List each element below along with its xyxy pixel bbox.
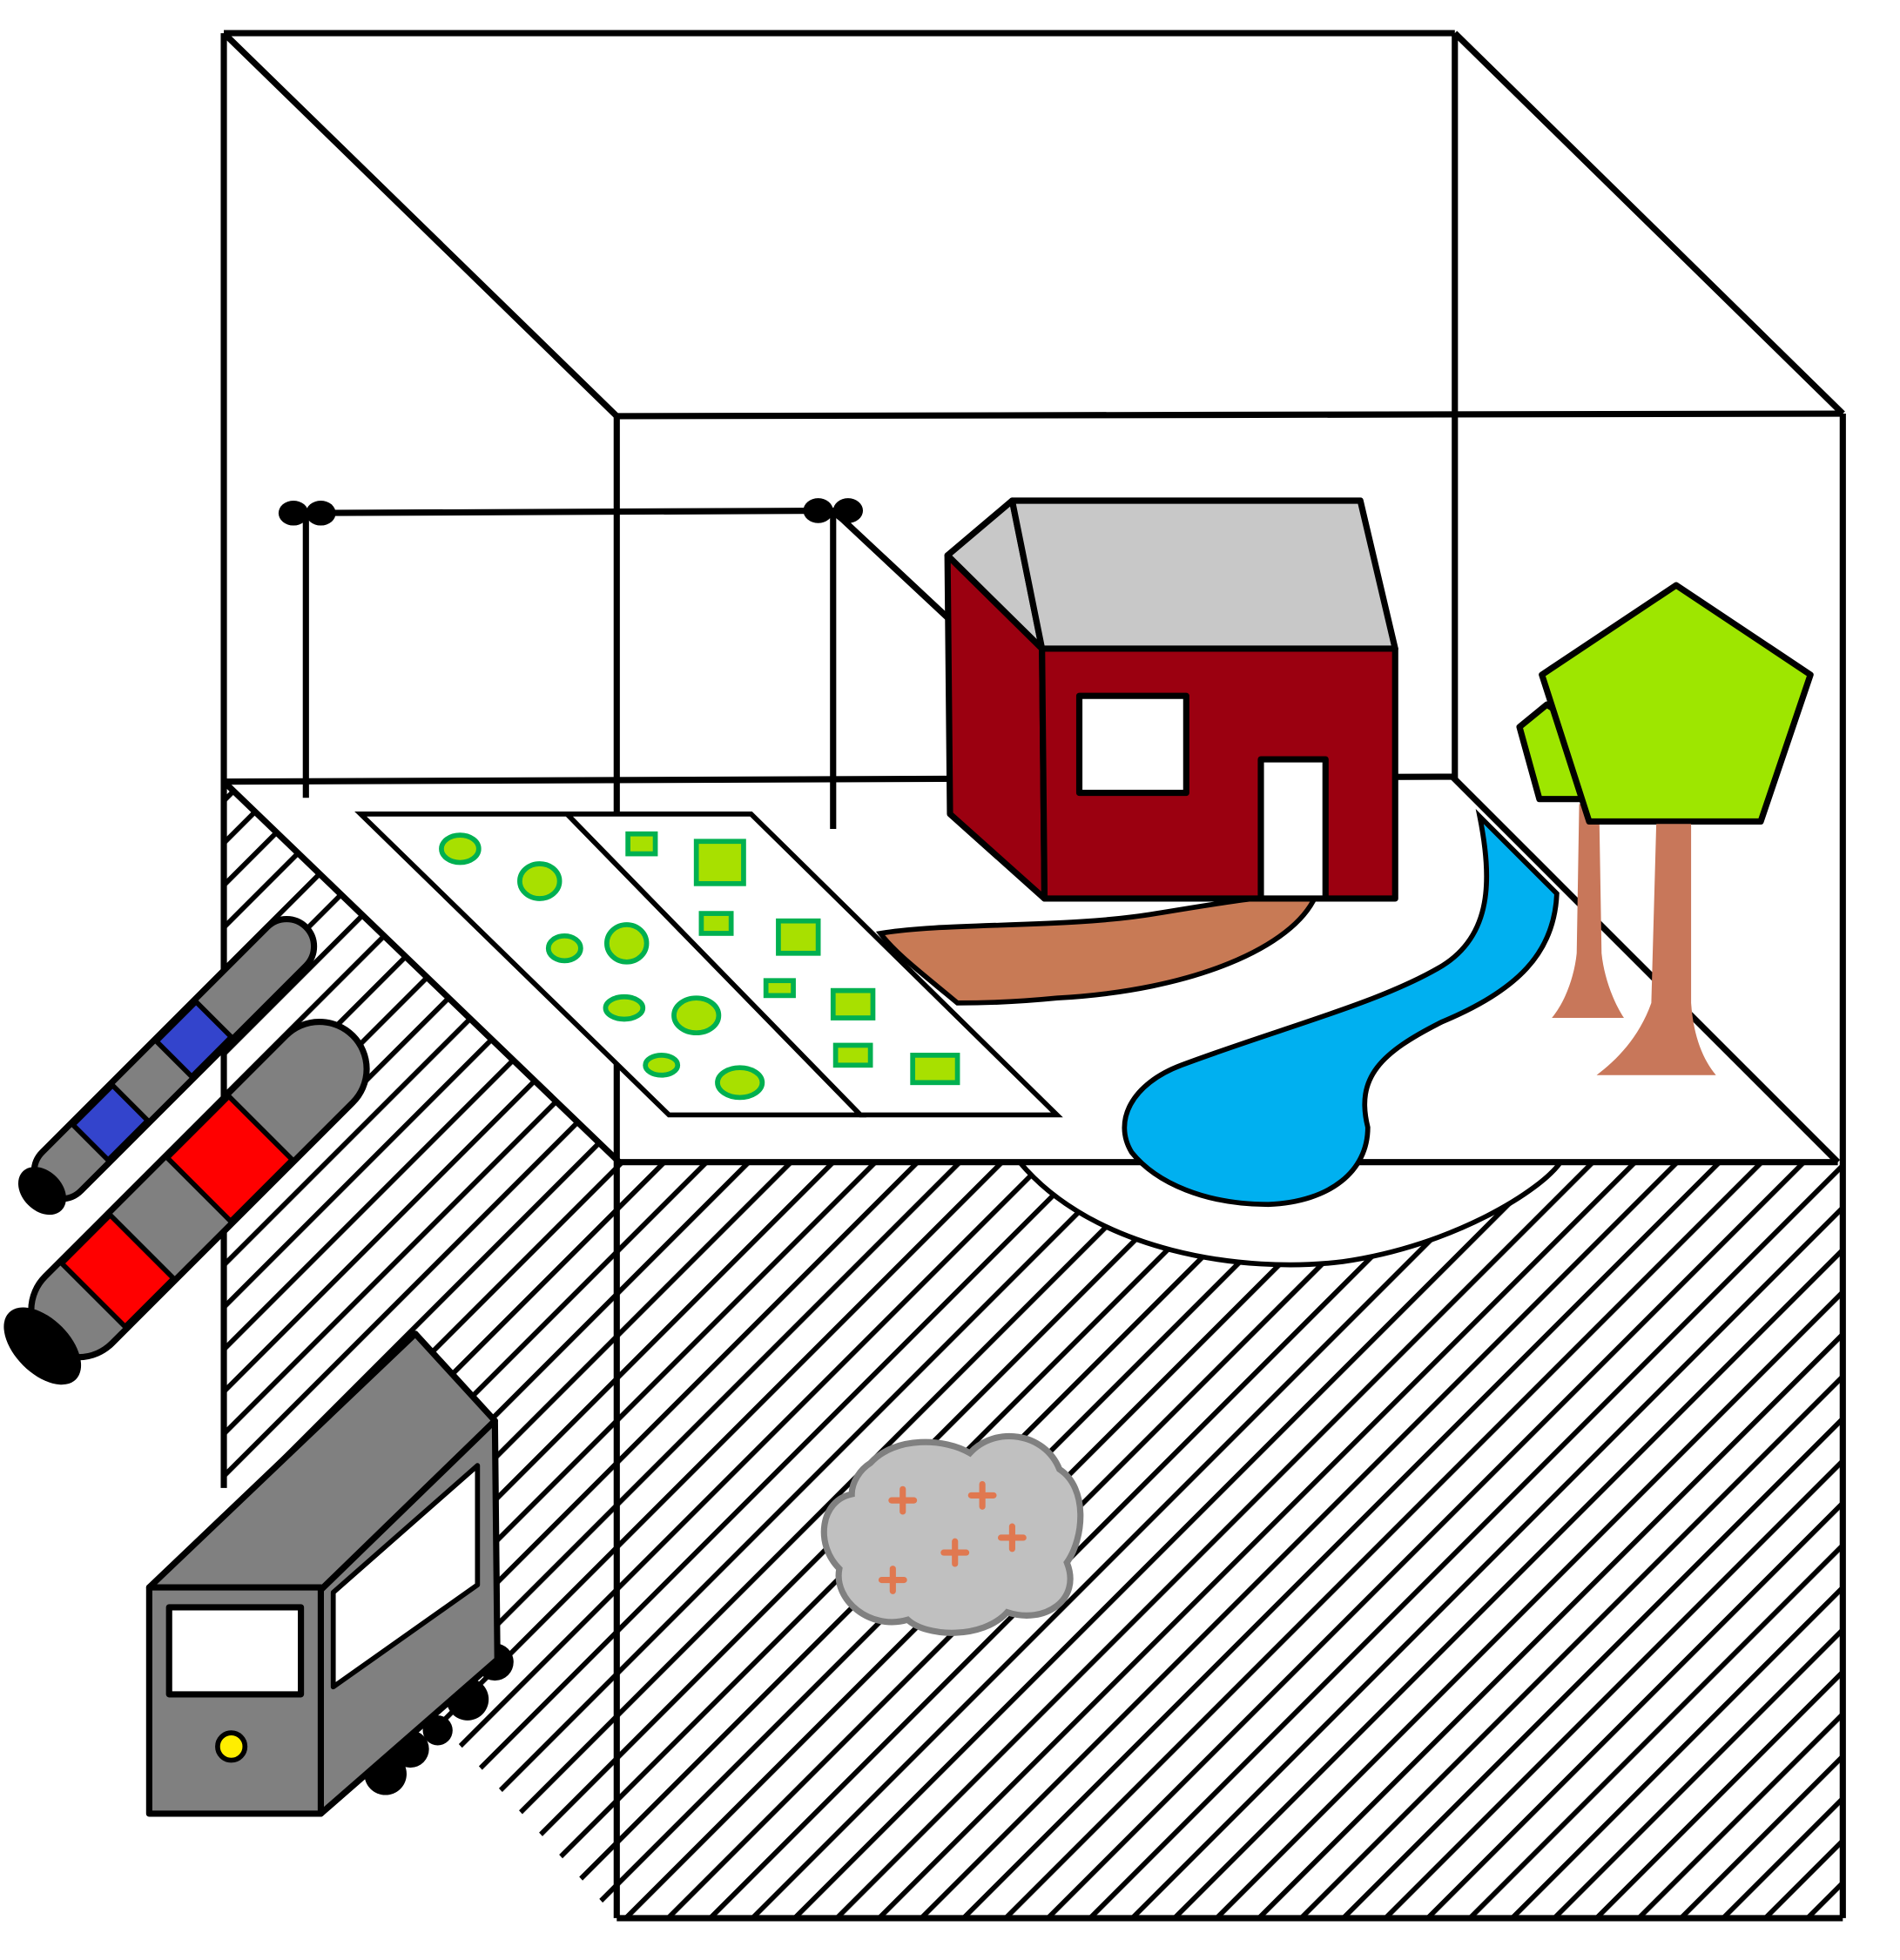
ground-cut-edge: [1017, 1160, 1563, 1268]
block-frame: [220, 30, 1846, 1922]
house-roof: [1008, 497, 1398, 652]
crop-plant: [517, 861, 563, 901]
insulator-left: [278, 501, 336, 526]
crop-plant: [698, 911, 734, 936]
contaminant-mark: [878, 1566, 907, 1594]
crop-plant: [832, 1042, 873, 1068]
instrument-side-screen: [330, 1463, 481, 1690]
house-door: [1257, 756, 1329, 902]
contaminant-mark: [940, 1538, 970, 1567]
crop-plant: [776, 918, 821, 956]
plume-cloud: [820, 1432, 1084, 1636]
plume-contaminant-marks: [878, 1480, 1027, 1594]
house: [944, 497, 1398, 902]
square-crops: [625, 831, 960, 1086]
buried-contaminant-plume: [820, 1432, 1084, 1636]
crop-plant: [604, 922, 650, 965]
instrument-knob: [215, 1730, 248, 1763]
large-probe: [3, 1018, 370, 1385]
crop-plant: [763, 978, 796, 999]
measurement-instrument: [145, 1330, 514, 1817]
instrument-front-screen: [165, 1604, 305, 1698]
trees: [1516, 582, 1814, 1075]
river: [1122, 809, 1560, 1208]
crop-plant: [910, 1053, 960, 1086]
crop-plant: [693, 839, 746, 886]
crop-plant: [671, 995, 722, 1036]
contaminant-mark: [997, 1523, 1027, 1553]
crop-field-right-strip: [561, 812, 1063, 1118]
dirt-path: [875, 892, 1319, 1006]
power-line: [278, 498, 976, 829]
crop-field: [354, 812, 1063, 1118]
tree-canopy: [1539, 582, 1814, 825]
back-tree-trunk: [1552, 804, 1624, 1019]
crop-plant: [643, 1053, 681, 1078]
small-probe: [17, 915, 318, 1216]
crop-plant: [545, 933, 583, 964]
tree-trunk: [1596, 824, 1716, 1075]
contaminant-mark: [888, 1485, 918, 1515]
round-crops: [439, 832, 765, 1101]
crop-plant: [603, 993, 646, 1022]
ground-cut-bulge: [1019, 1162, 1561, 1265]
borehole-probes: [3, 915, 370, 1385]
crop-plant: [625, 831, 658, 857]
crop-plant: [439, 832, 482, 865]
crop-plant: [830, 987, 876, 1020]
wire-top: [293, 507, 846, 516]
house-window: [1075, 692, 1189, 797]
crop-plant: [715, 1065, 765, 1101]
contaminant-mark: [967, 1480, 997, 1510]
front-subsurface-face: [616, 1162, 1843, 1918]
